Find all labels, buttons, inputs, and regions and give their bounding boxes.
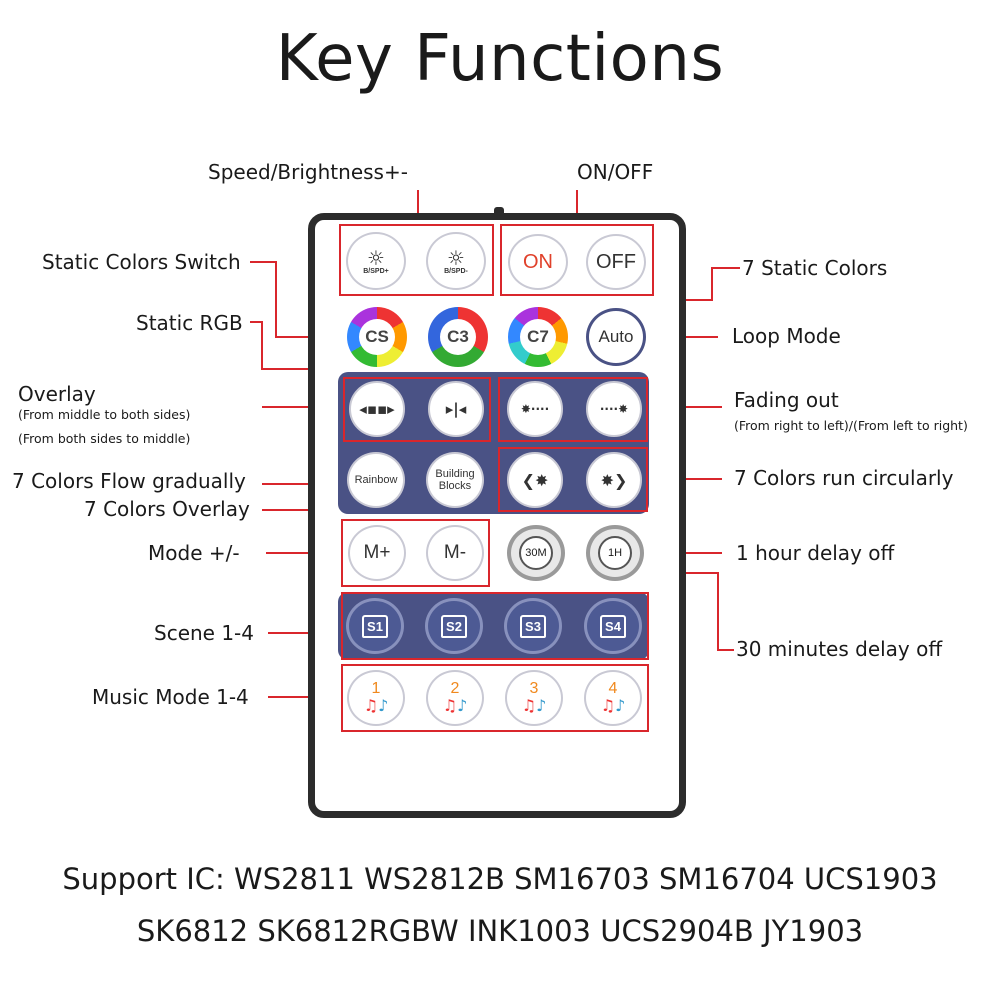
run-left-icon: ❮✸ [521,470,549,490]
label-overlay-sub1: (From middle to both sides) [18,407,191,422]
building-blocks-button[interactable]: Building Blocks [426,452,484,508]
fade-left-button[interactable]: ····✸ [586,381,642,437]
box-run-circularly [498,447,648,512]
arrows-inward-icon: ▸|◂ [445,400,467,418]
on-button[interactable]: ON [508,234,568,290]
label-1-hour-delay: 1 hour delay off [736,541,895,565]
scene-4-button[interactable]: S4 [584,598,642,654]
fade-left-icon: ····✸ [599,402,629,416]
supported-ic-line-2: SK6812 SK6812RGBW INK1003 UCS2904B JY190… [136,914,864,948]
label-flow-gradually: 7 Colors Flow gradually [12,469,246,493]
off-button[interactable]: OFF [586,234,646,290]
run-right-icon: ✸❯ [600,470,628,490]
scene-2-button[interactable]: S2 [425,598,483,654]
timer-30m-center: 30M [519,536,553,570]
label-30-minutes-delay: 30 minutes delay off [736,637,943,661]
label-colors-overlay: 7 Colors Overlay [84,497,250,521]
mode-plus-label: M+ [363,542,391,563]
label-7-static-colors: 7 Static Colors [742,256,888,280]
label-run-circularly: 7 Colors run circularly [734,466,954,490]
music-3-button[interactable]: 3 ♫♪ [505,670,563,726]
label-fading-sub: (From right to left)/(From left to right… [734,418,968,433]
timer-30m-button[interactable]: 30M [507,525,565,581]
building-blocks-label: Building Blocks [435,468,475,492]
remote-ir-notch [494,207,504,213]
c7-button-center: C7 [520,319,556,355]
timer-1h-center: 1H [598,536,632,570]
label-mode: Mode +/- [148,541,240,565]
cs-button[interactable]: CS [347,307,407,367]
rainbow-button[interactable]: Rainbow [347,452,405,508]
label-overlay-sub2: (From both sides to middle) [18,431,191,446]
c7-button[interactable]: C7 [508,307,568,367]
box-fading [498,377,648,442]
off-label: OFF [596,250,636,273]
auto-label: Auto [598,327,634,346]
house-icon: S4 [600,614,626,638]
scene-1-button[interactable]: S1 [346,598,404,654]
supported-ic-line-1: Support IC: WS2811 WS2812B SM16703 SM167… [62,862,938,896]
mode-minus-button[interactable]: M- [426,525,484,581]
run-left-button[interactable]: ❮✸ [507,452,563,508]
cs-button-center: CS [359,319,395,355]
music-2-label: 2 [450,680,460,697]
timer-1h-label: 1H [607,547,623,559]
fade-right-button[interactable]: ✸···· [507,381,563,437]
music-1-button[interactable]: 1 ♫♪ [347,670,405,726]
fade-right-icon: ✸···· [520,402,550,416]
box-on-off [500,224,654,296]
brightness-up-label: B/SPD+ [363,267,389,275]
c3-button[interactable]: C3 [428,307,488,367]
house-icon: S1 [362,614,388,638]
brightness-down-button[interactable]: ☼ B/SPD- [426,232,486,290]
sun-minus-icon: ☼ [447,245,465,270]
label-loop-mode: Loop Mode [732,324,841,348]
on-label: ON [523,250,553,273]
rainbow-label: Rainbow [354,474,398,486]
auto-button[interactable]: Auto [586,308,646,366]
music-4-button[interactable]: 4 ♫♪ [584,670,642,726]
label-overlay: Overlay [18,382,96,406]
scene-3-button[interactable]: S3 [504,598,562,654]
mode-minus-label: M- [443,542,467,563]
label-static-rgb: Static RGB [136,311,243,335]
c3-button-center: C3 [440,319,476,355]
timer-1h-button[interactable]: 1H [586,525,644,581]
music-4-label: 4 [608,680,618,697]
sun-plus-icon: ☼ [367,245,385,270]
box-mode [341,519,490,587]
label-on-off: ON/OFF [577,160,654,184]
box-overlay [343,377,491,442]
music-3-label: 3 [529,680,539,697]
box-speed-brightness [339,224,494,296]
page-title: Key Functions [275,22,725,96]
timer-30m-label: 30M [525,547,547,559]
box-music [341,664,649,732]
music-notes-icon: ♫♪ [442,696,468,715]
label-music-mode: Music Mode 1-4 [92,685,249,709]
box-scenes [341,592,649,660]
label-scene: Scene 1-4 [154,621,254,645]
label-fading-out: Fading out [734,388,839,412]
music-2-button[interactable]: 2 ♫♪ [426,670,484,726]
mode-plus-button[interactable]: M+ [348,525,406,581]
music-1-label: 1 [371,680,381,697]
c3-label: C3 [447,327,469,346]
overlay-in-button[interactable]: ▸|◂ [428,381,484,437]
run-right-button[interactable]: ✸❯ [586,452,642,508]
label-speed-brightness: Speed/Brightness+- [208,160,408,184]
music-notes-icon: ♫♪ [363,696,389,715]
house-icon: S3 [520,614,546,638]
overlay-out-button[interactable]: ◂▪▪▸ [349,381,405,437]
cs-label: CS [365,327,389,346]
music-notes-icon: ♫♪ [600,696,626,715]
brightness-down-label: B/SPD- [444,267,468,275]
house-icon: S2 [441,614,467,638]
arrows-outward-icon: ◂▪▪▸ [359,400,395,418]
c7-label: C7 [527,327,549,346]
music-notes-icon: ♫♪ [521,696,547,715]
brightness-up-button[interactable]: ☼ B/SPD+ [346,232,406,290]
label-static-colors-switch: Static Colors Switch [42,250,241,274]
